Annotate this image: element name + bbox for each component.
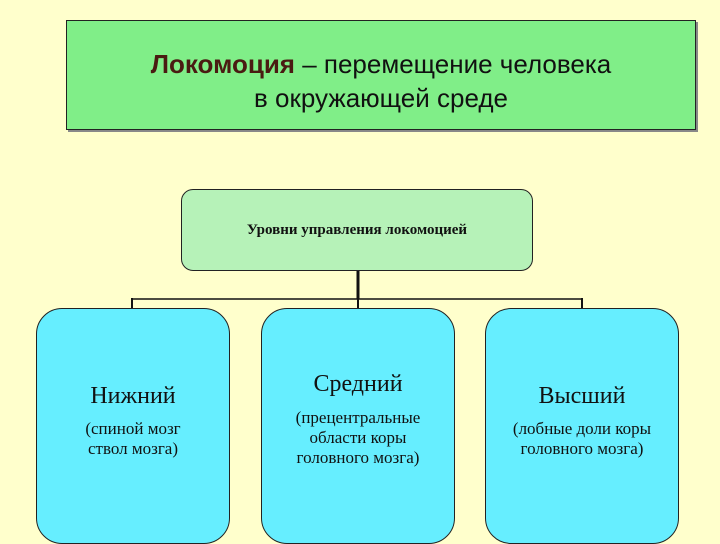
level-middle-box: Средний (прецентральные области коры гол… [261,308,455,544]
level-higher-description: (лобные доли коры головного мозга) [512,419,652,458]
term-locomotion: Локомоция [150,49,295,79]
root-node: Уровни управления локомоцией [181,189,533,271]
level-lower-description: (спиной мозг ствол мозга) [85,419,181,458]
definition-line-2: в окружающей среде [254,83,508,113]
level-lower-box: Нижний (спиной мозг ствол мозга) [36,308,230,544]
level-higher-box: Высший (лобные доли коры головного мозга… [485,308,679,544]
level-higher-name: Высший [538,383,626,409]
level-lower-name: Нижний [90,383,176,409]
definition-line-1: Локомоция – перемещение человека [67,49,695,80]
definition-box: Локомоция – перемещение человека в окруж… [66,20,696,130]
root-node-label: Уровни управления локомоцией [246,221,468,238]
level-middle-name: Средний [313,371,403,397]
level-middle-description: (прецентральные области коры головного м… [295,408,421,467]
definition-text-1: – перемещение человека [294,49,612,79]
